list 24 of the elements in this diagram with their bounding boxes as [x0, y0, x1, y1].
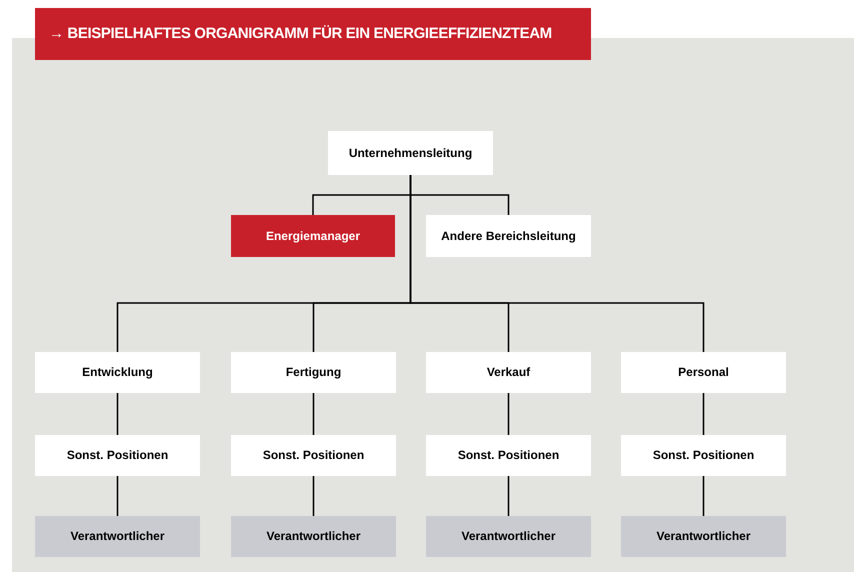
org-box: Verantwortlicher	[231, 516, 396, 557]
connector-line	[508, 476, 510, 516]
org-box: Sonst. Positionen	[231, 435, 396, 476]
org-box: Unternehmensleitung	[328, 131, 493, 175]
org-box: Verkauf	[426, 352, 591, 393]
org-box: Sonst. Positionen	[621, 435, 786, 476]
org-box: Verantwortlicher	[426, 516, 591, 557]
org-box: Sonst. Positionen	[426, 435, 591, 476]
org-box: Energiemanager	[231, 215, 395, 257]
org-box: Sonst. Positionen	[35, 435, 200, 476]
connector-line	[508, 393, 510, 435]
org-box: Entwicklung	[35, 352, 200, 393]
connector-line	[312, 393, 314, 435]
title-banner: → BEISPIELHAFTES ORGANIGRAMM FÜR EIN ENERGIEEFFIZIENZTEAM	[35, 8, 591, 60]
org-box: Personal	[621, 352, 786, 393]
org-box: Verantwortlicher	[35, 516, 200, 557]
connector-line	[702, 476, 704, 516]
connector-line	[312, 476, 314, 516]
org-box: Verantwortlicher	[621, 516, 786, 557]
org-box: Andere Bereichsleitung	[426, 215, 591, 257]
connector-line	[702, 393, 704, 435]
connector-line	[116, 393, 118, 435]
connector-line	[116, 476, 118, 516]
org-box: Fertigung	[231, 352, 396, 393]
